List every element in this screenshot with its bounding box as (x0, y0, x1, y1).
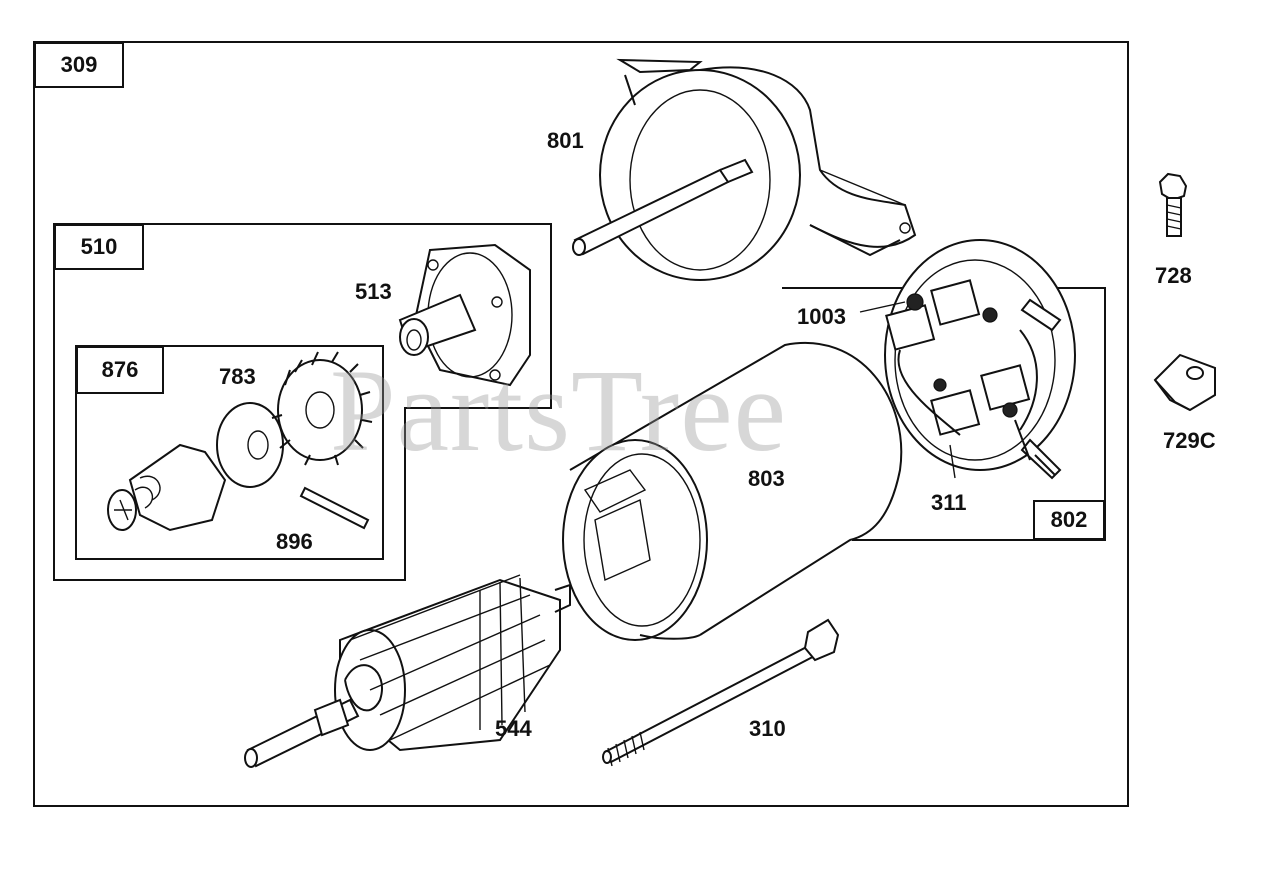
group-label-802: 802 (1033, 500, 1105, 540)
part-876-clutch (107, 443, 227, 532)
leader-311 (949, 444, 956, 479)
label-729c: 729C (1163, 428, 1216, 453)
label-544: 544 (495, 716, 532, 741)
part-729c-clamp (1153, 353, 1216, 412)
group-309-frame (33, 41, 1129, 807)
watermark: PartsTree (330, 345, 787, 476)
label-896: 896 (276, 529, 313, 554)
group-label-309: 309 (34, 42, 124, 88)
part-728-bolt (1158, 172, 1188, 237)
part-310-bolt (602, 618, 840, 767)
group-label-510: 510 (54, 224, 144, 270)
part-896-pin (299, 486, 370, 530)
label-310: 310 (749, 716, 786, 741)
label-311: 311 (931, 490, 967, 515)
label-783: 783 (219, 364, 256, 389)
label-1003: 1003 (797, 304, 846, 329)
group-510-frame (53, 223, 552, 581)
part-gear (271, 351, 373, 466)
part-801-housing (572, 58, 917, 281)
label-801: 801 (547, 128, 584, 153)
part-544-armature (244, 574, 571, 768)
part-802-brush-plate (884, 239, 1076, 480)
group-label-876: 876 (76, 346, 164, 394)
label-803: 803 (748, 466, 785, 491)
group-876-frame (75, 345, 384, 560)
part-803-frame (562, 342, 903, 641)
label-728: 728 (1155, 263, 1192, 288)
part-513-cap (398, 243, 531, 387)
leader-1003 (859, 301, 906, 313)
part-783-washer (216, 402, 284, 488)
label-513: 513 (355, 279, 392, 304)
